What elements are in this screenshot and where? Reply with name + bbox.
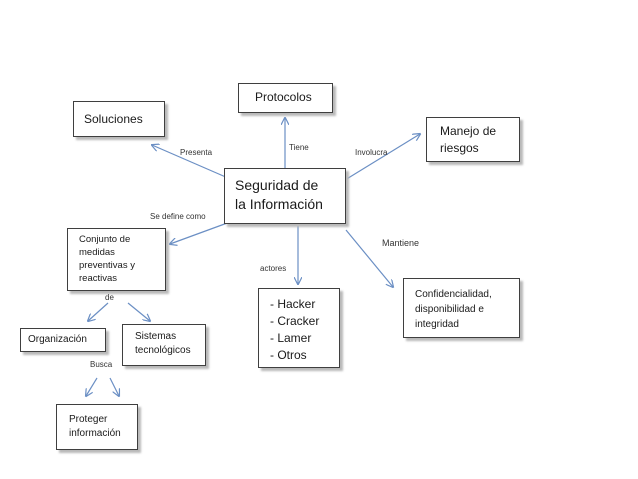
center-title: Seguridad de la Información — [235, 177, 323, 212]
edge-busca-left — [86, 377, 98, 396]
node-proteger-informacion-label: Proteger información — [69, 414, 121, 439]
edge-label-tiene: Tiene — [289, 143, 309, 152]
edge-label-mantiene: Mantiene — [382, 238, 420, 248]
node-actores-lista: - Hacker - Cracker - Lamer - Otros — [258, 288, 340, 368]
edge-se-define — [170, 221, 231, 244]
node-manejo-riesgos: Manejo de riesgos — [426, 117, 520, 162]
edge-involucra — [344, 134, 420, 181]
node-organizacion-label: Organización — [28, 334, 87, 345]
center-node: Seguridad de la Información — [224, 168, 346, 224]
node-confidencialidad: Confidencialidad, disponibilidad e integ… — [403, 278, 520, 338]
node-conjunto-medidas-label: Conjunto de medidas preventivas y reacti… — [79, 234, 135, 284]
edge-mantiene — [345, 229, 393, 287]
node-conjunto-medidas: Conjunto de medidas preventivas y reacti… — [67, 228, 166, 291]
node-proteger-informacion: Proteger información — [56, 404, 138, 450]
node-actores-lista-label: - Hacker - Cracker - Lamer - Otros — [270, 297, 320, 362]
edge-label-presenta: Presenta — [180, 148, 213, 157]
node-soluciones: Soluciones — [73, 101, 165, 137]
edge-label-busca: Busca — [90, 360, 113, 369]
edge-label-de: de — [105, 293, 114, 302]
edge-de-right — [127, 302, 150, 321]
node-sistemas-tecnologicos-label: Sistemas tecnológicos — [135, 331, 191, 356]
edge-busca-right — [109, 377, 119, 396]
edge-presenta — [152, 145, 229, 179]
node-manejo-riesgos-label: Manejo de riesgos — [440, 124, 497, 155]
node-protocolos-label: Protocolos — [255, 90, 312, 104]
node-soluciones-label: Soluciones — [84, 112, 143, 126]
edge-label-actores: actores — [260, 264, 287, 273]
node-sistemas-tecnologicos: Sistemas tecnológicos — [122, 324, 206, 366]
edge-label-involucra: Involucra — [355, 148, 388, 157]
node-organizacion: Organización — [20, 328, 106, 352]
node-confidencialidad-label: Confidencialidad, disponibilidad e integ… — [415, 289, 492, 330]
edge-de-left — [88, 302, 109, 321]
edge-label-se-define: Se define como — [150, 212, 206, 221]
node-protocolos: Protocolos — [238, 83, 333, 113]
